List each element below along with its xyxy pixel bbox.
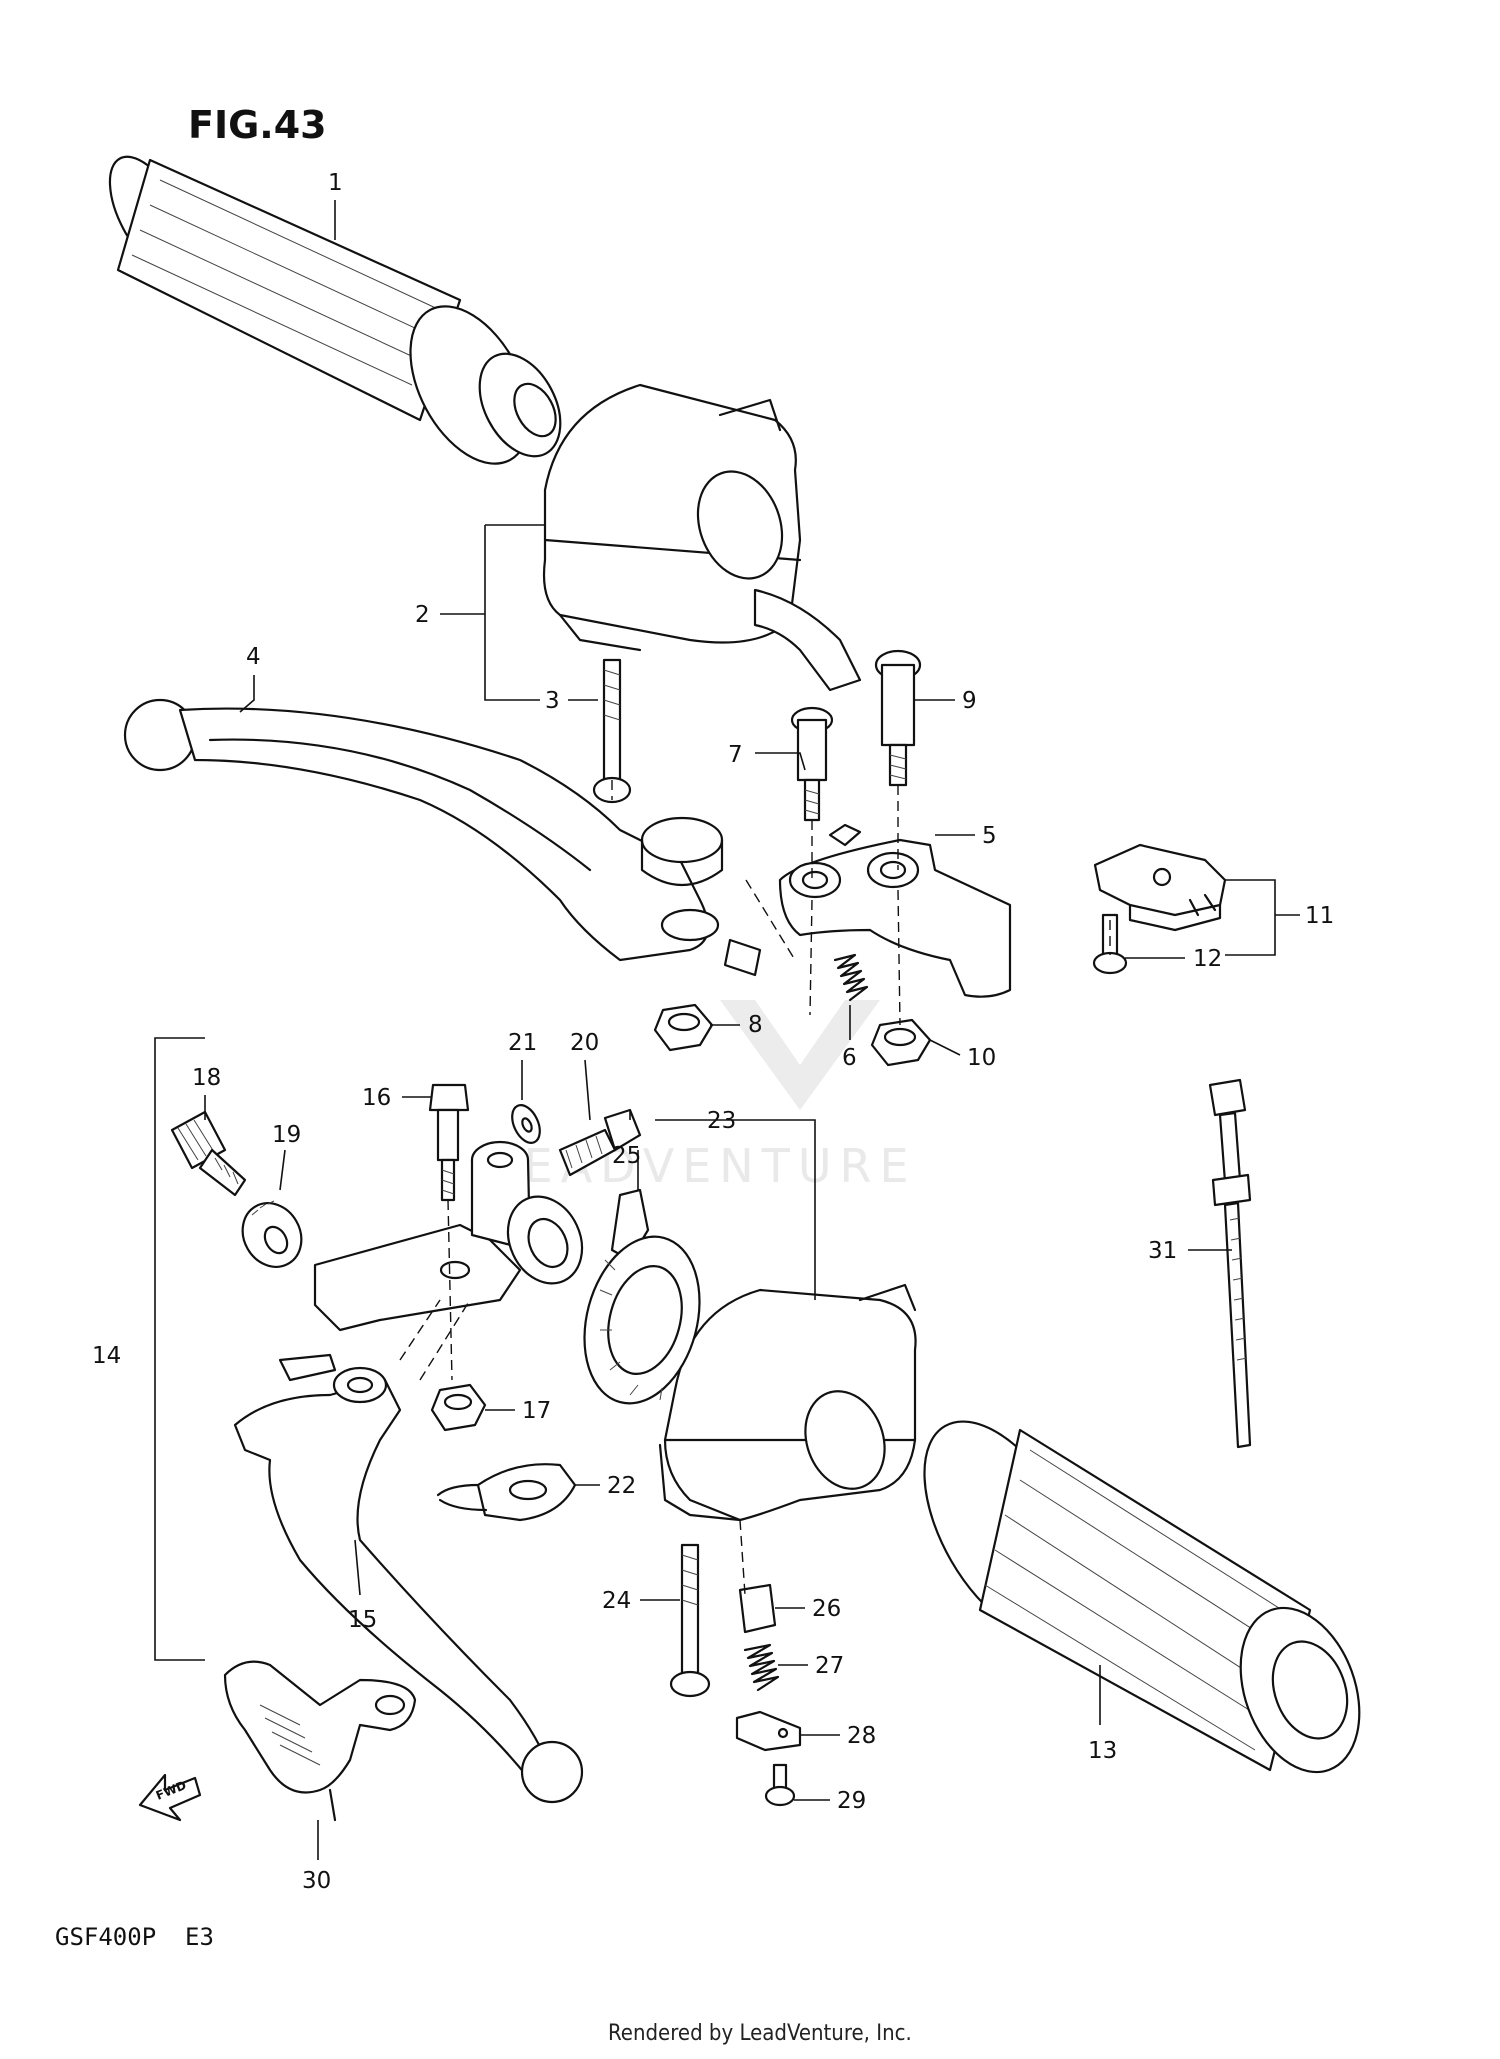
callout-31[interactable]: 31 <box>1148 1238 1177 1264</box>
part-29-screw[interactable] <box>764 1763 796 1807</box>
callout-3[interactable]: 3 <box>545 688 560 714</box>
callout-4[interactable]: 4 <box>246 644 261 670</box>
callout-15[interactable]: 15 <box>348 1607 377 1633</box>
callout-22[interactable]: 22 <box>607 1473 636 1499</box>
callout-17[interactable]: 17 <box>522 1398 551 1424</box>
part-13-throttle-grip[interactable] <box>891 1395 1380 1789</box>
part-18-adjuster-bolt[interactable] <box>170 1110 247 1197</box>
callout-23[interactable]: 23 <box>707 1108 736 1134</box>
fwd-arrow-icon <box>138 1773 202 1822</box>
part-27-spring[interactable] <box>743 1643 780 1692</box>
callout-9[interactable]: 9 <box>962 688 977 714</box>
part-16-bolt[interactable] <box>428 1083 470 1202</box>
callout-28[interactable]: 28 <box>847 1723 876 1749</box>
footer-credit: Rendered by LeadVenture, Inc. <box>608 2021 912 2046</box>
model-code: GSF400P E3 <box>55 1923 214 1951</box>
callout-14[interactable]: 14 <box>92 1343 121 1369</box>
part-26-cap[interactable] <box>738 1583 777 1634</box>
assembly-guides <box>399 780 1111 1596</box>
callout-7[interactable]: 7 <box>728 742 743 768</box>
figure-title: FIG.43 <box>188 103 327 147</box>
callout-21[interactable]: 21 <box>508 1030 537 1056</box>
callout-16[interactable]: 16 <box>362 1085 391 1111</box>
watermark-logo <box>720 1000 880 1110</box>
callout-18[interactable]: 18 <box>192 1065 221 1091</box>
callout-13[interactable]: 13 <box>1088 1738 1117 1764</box>
callout-12[interactable]: 12 <box>1193 946 1222 972</box>
part-17-nut[interactable] <box>430 1383 487 1432</box>
part-10-nut[interactable] <box>870 1018 932 1067</box>
part-1-left-grip[interactable] <box>93 144 576 483</box>
part-31-cable-tie[interactable] <box>1208 1078 1252 1449</box>
part-9-bolt[interactable] <box>874 649 922 787</box>
watermark-text: LEADVENTURE <box>490 1139 917 1193</box>
callout-2[interactable]: 2 <box>415 602 430 628</box>
part-7-pivot-bolt[interactable] <box>790 706 834 822</box>
part-23-right-switch-housing[interactable] <box>658 1283 917 1522</box>
part-14-group-bracket <box>154 1037 205 1661</box>
part-14-clutch-lever-holder[interactable] <box>313 1140 596 1332</box>
callout-19[interactable]: 19 <box>272 1122 301 1148</box>
part-22-clutch-switch[interactable] <box>436 1463 577 1522</box>
callout-26[interactable]: 26 <box>812 1596 841 1622</box>
part-2-left-switch-housing[interactable] <box>542 383 862 692</box>
part-21-washer[interactable] <box>507 1101 546 1147</box>
callout-leaders <box>204 200 1300 1860</box>
callout-6[interactable]: 6 <box>842 1045 857 1071</box>
part-25-throttle-pulley[interactable] <box>567 1188 717 1416</box>
callout-30[interactable]: 30 <box>302 1868 331 1894</box>
callout-29[interactable]: 29 <box>837 1788 866 1814</box>
part-30-cable-guide[interactable] <box>223 1660 417 1822</box>
part-19-lock-nut[interactable] <box>231 1192 312 1277</box>
part-20-screw[interactable] <box>558 1108 642 1177</box>
callout-27[interactable]: 27 <box>815 1653 844 1679</box>
callout-5[interactable]: 5 <box>982 823 997 849</box>
callout-20[interactable]: 20 <box>570 1030 599 1056</box>
part-12-screw[interactable] <box>1092 913 1128 975</box>
callout-labels: 1 2 3 4 5 6 7 8 9 10 11 12 13 14 15 16 1… <box>92 170 1334 1894</box>
part-11-brake-switch[interactable] <box>1093 843 1227 932</box>
fwd-direction-arrow: FWD <box>138 1773 202 1822</box>
callout-25[interactable]: 25 <box>612 1143 641 1169</box>
part-4-brake-lever[interactable] <box>123 698 762 977</box>
callout-24[interactable]: 24 <box>602 1588 631 1614</box>
part-8-nut[interactable] <box>653 1003 714 1052</box>
part-24-screw[interactable] <box>669 1543 711 1698</box>
callout-10[interactable]: 10 <box>967 1045 996 1071</box>
part-15-clutch-lever[interactable] <box>233 1353 584 1804</box>
watermark: LEADVENTURE <box>490 1000 917 1193</box>
part-6-spring[interactable] <box>833 953 869 1002</box>
callout-1[interactable]: 1 <box>328 170 343 196</box>
part-28-plate[interactable] <box>735 1710 802 1752</box>
callout-11[interactable]: 11 <box>1305 903 1334 929</box>
part-5-bracket[interactable] <box>778 823 1012 998</box>
callout-8[interactable]: 8 <box>748 1012 763 1038</box>
